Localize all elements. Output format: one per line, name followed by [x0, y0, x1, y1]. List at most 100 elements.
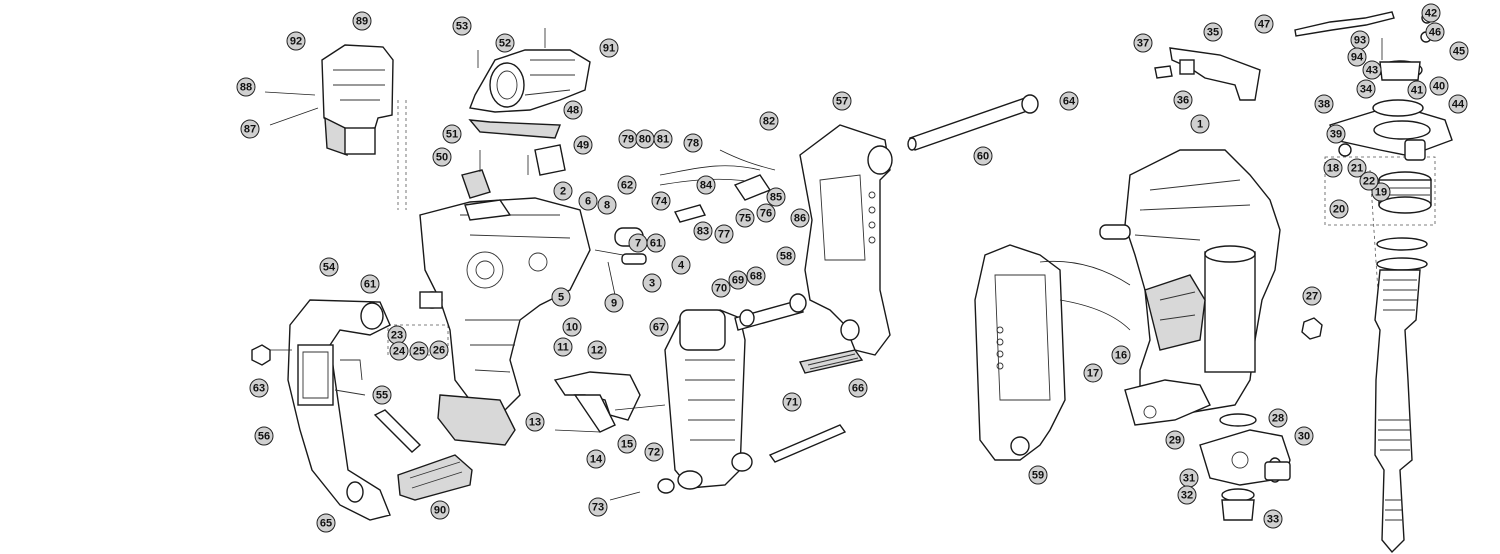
callout-55: 55: [372, 385, 392, 405]
callout-circle: [249, 378, 269, 398]
callout-61: 61: [360, 274, 380, 294]
part-small-brackets: [461, 144, 566, 199]
callout-circle: [254, 426, 274, 446]
part-top-assembly: [1294, 11, 1433, 81]
callout-67: 67: [649, 317, 669, 337]
callout-circle: [766, 187, 786, 207]
callout-number: 80: [639, 134, 651, 146]
callout-number: 2: [560, 186, 566, 198]
callout-21: 21: [1347, 158, 1367, 178]
callout-39: 39: [1326, 124, 1346, 144]
callout-number: 11: [557, 342, 569, 354]
callout-circle: [1421, 3, 1441, 23]
callout-circle: [409, 341, 429, 361]
callout-10: 10: [562, 317, 582, 337]
callout-circle: [735, 208, 755, 228]
callout-circle: [573, 135, 593, 155]
callout-number: 8: [604, 200, 610, 212]
callout-circle: [588, 497, 608, 517]
callout-circle: [430, 500, 450, 520]
callout-82: 82: [759, 111, 779, 131]
callout-50: 50: [432, 147, 452, 167]
callout-30: 30: [1294, 426, 1314, 446]
callout-number: 1: [1197, 119, 1203, 131]
callout-number: 4: [678, 260, 685, 272]
callout-circle: [286, 31, 306, 51]
callout-18: 18: [1323, 158, 1343, 178]
callout-number: 52: [499, 38, 511, 50]
callout-circle: [1407, 80, 1427, 100]
callout-number: 16: [1115, 350, 1127, 362]
callout-circle: [1268, 408, 1288, 428]
callout-circle: [728, 270, 748, 290]
part-yoke: [1329, 99, 1453, 161]
callout-number: 33: [1267, 514, 1279, 526]
callout-37: 37: [1133, 33, 1153, 53]
callout-circle: [599, 38, 619, 58]
callout-9: 9: [604, 293, 624, 313]
callout-23: 23: [387, 325, 407, 345]
callout-65: 65: [316, 513, 336, 533]
callout-circle: [1028, 465, 1048, 485]
callout-number: 3: [649, 278, 655, 290]
callout-circle: [1323, 158, 1343, 178]
callout-number: 60: [977, 151, 989, 163]
callout-69: 69: [728, 270, 748, 290]
callout-number: 24: [393, 346, 406, 358]
callout-2: 2: [553, 181, 573, 201]
callout-number: 92: [290, 36, 302, 48]
callout-number: 25: [413, 346, 425, 358]
callout-circle: [1165, 430, 1185, 450]
part-main-housing: [1099, 149, 1281, 426]
callout-72: 72: [644, 442, 664, 462]
callout-number: 38: [1318, 99, 1330, 111]
callout-number: 82: [763, 116, 775, 128]
callout-circle: [649, 317, 669, 337]
callout-circle: [604, 293, 624, 313]
callout-93: 93: [1350, 30, 1370, 50]
callout-circle: [525, 412, 545, 432]
callout-number: 79: [622, 134, 634, 146]
callout-number: 62: [621, 180, 633, 192]
callout-number: 13: [529, 417, 541, 429]
callout-circle: [442, 124, 462, 144]
callout-circle: [553, 181, 573, 201]
callout-number: 44: [1452, 99, 1465, 111]
callout-45: 45: [1449, 41, 1469, 61]
callout-number: 6: [585, 196, 591, 208]
callout-circle: [651, 191, 671, 211]
callout-circle: [1347, 158, 1367, 178]
callout-number: 48: [567, 105, 579, 117]
callout-13: 13: [525, 412, 545, 432]
callout-circle: [642, 273, 662, 293]
callout-number: 27: [1306, 291, 1318, 303]
part-stern-bracket: [799, 124, 893, 374]
callout-87: 87: [240, 119, 260, 139]
callout-number: 7: [635, 238, 641, 250]
callout-circle: [1294, 426, 1314, 446]
callout-77: 77: [714, 224, 734, 244]
callout-84: 84: [696, 175, 716, 195]
part-drive-shaft: [1374, 269, 1421, 554]
callout-number: 90: [434, 505, 446, 517]
callout-circle: [644, 442, 664, 462]
callout-circle: [1326, 124, 1346, 144]
callout-number: 86: [794, 213, 806, 225]
callout-number: 34: [1360, 84, 1373, 96]
callout-circle: [1448, 94, 1468, 114]
callout-circle: [240, 119, 260, 139]
callout-circle: [1362, 60, 1382, 80]
callout-circle: [432, 147, 452, 167]
callout-circle: [1203, 22, 1223, 42]
callout-11: 11: [553, 337, 573, 357]
callout-circle: [1371, 182, 1391, 202]
callout-number: 71: [786, 397, 798, 409]
callout-38: 38: [1314, 94, 1334, 114]
callout-circle: [696, 175, 716, 195]
part-transom-plate: [974, 244, 1131, 461]
callout-66: 66: [848, 378, 868, 398]
callout-number: 61: [650, 238, 662, 250]
callout-33: 33: [1263, 509, 1283, 529]
callout-circle: [352, 11, 372, 31]
callout-58: 58: [776, 246, 796, 266]
